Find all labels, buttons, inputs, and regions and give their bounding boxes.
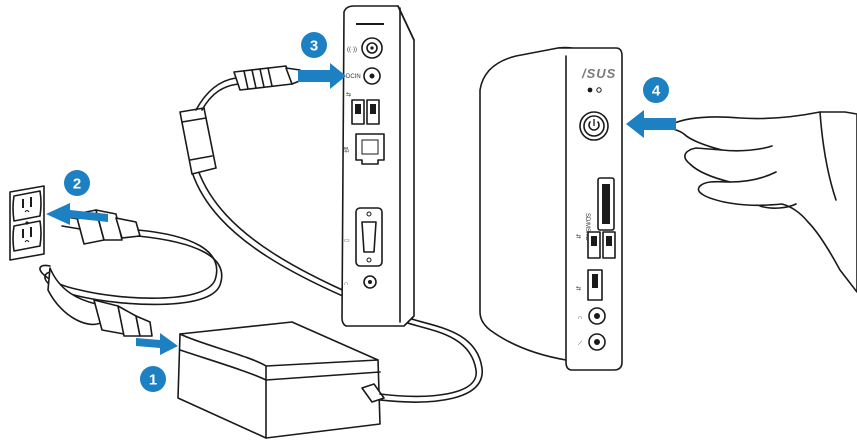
svg-text:((·)): ((·))	[347, 47, 357, 53]
svg-text:1: 1	[149, 372, 157, 389]
svg-text:⇆: ⇆	[576, 233, 581, 240]
card-reader-label: SD/MS/xD	[584, 213, 590, 242]
svg-text:∩: ∩	[578, 315, 582, 321]
dc-jack-icon	[233, 65, 303, 91]
step-badge-4: 4	[643, 77, 669, 103]
pc-back-panel: ((·)) DCIN ⇆ 品 ▭	[341, 5, 415, 327]
arrow-icon	[298, 63, 346, 89]
svg-text:品: 品	[343, 147, 349, 154]
svg-text:⟋: ⟋	[578, 340, 583, 347]
usb-port-icon: ⇆	[346, 91, 380, 125]
power-plug-icon	[47, 267, 153, 337]
vga-port-icon: ▭	[344, 207, 383, 267]
card-reader-slot: SD/MS/xD	[584, 177, 615, 242]
brand-logo: /SUS	[581, 66, 616, 81]
svg-text:4: 4	[652, 83, 661, 100]
ac-adapter-icon	[177, 321, 385, 439]
svg-text:⇆: ⇆	[576, 285, 581, 292]
usb-port-icon: ⇆ ⇆	[576, 231, 616, 301]
power-button-icon[interactable]	[579, 111, 609, 141]
svg-text:3: 3	[310, 38, 318, 55]
arrow-icon	[136, 333, 178, 355]
svg-text:⇆: ⇆	[346, 91, 351, 98]
headphone-icon: ∩	[578, 307, 606, 325]
direction-arrows	[46, 63, 676, 355]
step-badge-3: 3	[301, 32, 327, 58]
microphone-icon: ⟋	[578, 333, 606, 351]
lan-port-icon: 品	[343, 133, 385, 165]
antenna-icon: ((·))	[347, 37, 383, 59]
step-badge-1: 1	[140, 366, 166, 392]
pc-front: /SUS SD/MS/xD ⇆ ⇆	[479, 46, 623, 371]
svg-text:▭: ▭	[344, 238, 350, 244]
arrow-icon	[626, 110, 676, 138]
step-badge-2: 2	[64, 170, 90, 196]
svg-text:∩: ∩	[344, 281, 348, 287]
headphone-icon: ∩	[344, 275, 377, 289]
power-outlet-icon	[9, 185, 45, 261]
arrow-icon	[46, 203, 108, 225]
svg-text:2: 2	[73, 176, 81, 193]
svg-text:DCIN: DCIN	[346, 74, 361, 80]
hand-icon	[670, 111, 857, 293]
dc-jack-icon: DCIN	[346, 67, 381, 85]
